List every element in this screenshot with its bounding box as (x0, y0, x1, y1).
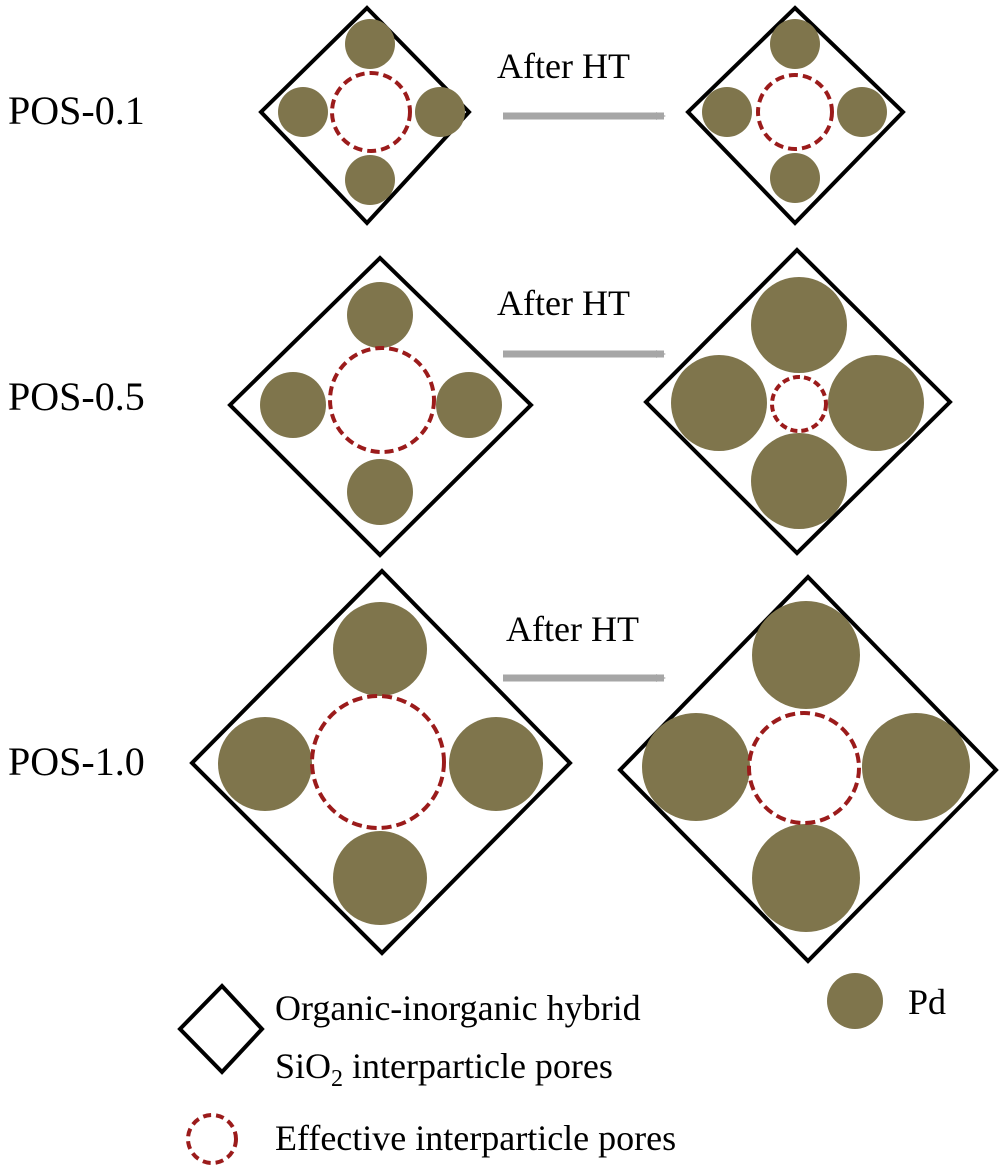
after-ht-label: After HT (497, 283, 630, 323)
pd-particle (770, 19, 820, 69)
legend-subscript: 2 (331, 1066, 343, 1092)
row-pos-0-1: POS-0.1 After HT (8, 5, 906, 226)
pd-particle (415, 87, 465, 137)
pd-particle (752, 824, 860, 932)
legend-item-effective: Effective interparticle pores (186, 1113, 676, 1165)
hybrid-sio2-frame (227, 255, 534, 558)
cell-before-pos-0-5 (227, 255, 534, 558)
cell-before-pos-0-1 (258, 5, 472, 226)
pd-particle (345, 155, 395, 205)
effective-pore (756, 73, 834, 151)
pd-particle (278, 87, 328, 137)
legend-effective-label: Effective interparticle pores (275, 1118, 676, 1158)
pd-particle (862, 713, 970, 821)
pd-particle (770, 153, 820, 203)
legend-hybrid-line2: SiO2 interparticle pores (275, 1046, 613, 1092)
hybrid-sio2-frame (258, 5, 472, 226)
hybrid-sio2-frame (189, 568, 573, 956)
pd-particle (642, 713, 750, 821)
legend: Organic-inorganic hybrid SiO2 interparti… (177, 973, 946, 1165)
pd-particle (333, 602, 427, 696)
pd-particle (260, 372, 326, 438)
pd-particle (828, 355, 924, 451)
pd-particle (751, 433, 847, 529)
pd-particle (436, 372, 502, 438)
pd-particle (347, 282, 413, 348)
effective-pore (310, 694, 446, 830)
cell-before-pos-1-0 (189, 568, 573, 956)
pd-particle (449, 717, 543, 811)
legend-sio-text: SiO (275, 1046, 331, 1086)
legend-pd-label: Pd (908, 982, 946, 1022)
pd-particle (671, 355, 767, 451)
effective-pore (747, 711, 861, 825)
pd-particle (333, 831, 427, 925)
hybrid-sio2-frame (685, 5, 906, 226)
legend-hybrid-line1: Organic-inorganic hybrid (275, 988, 641, 1028)
row-pos-1-0: POS-1.0 After HT (8, 568, 999, 964)
legend-pores-text: interparticle pores (343, 1046, 613, 1086)
hybrid-sio2-frame (643, 247, 953, 556)
row-label-pos-0-1: POS-0.1 (8, 88, 145, 133)
after-ht-label: After HT (497, 46, 630, 86)
cell-after-pos-1-0 (617, 574, 999, 964)
legend-diamond-icon (177, 983, 265, 1075)
pd-particle (702, 87, 752, 137)
pd-particle (752, 601, 860, 709)
pd-particle (218, 717, 312, 811)
pd-particle (345, 19, 395, 69)
pd-particle (347, 459, 413, 525)
row-pos-0-5: POS-0.5 After HT (8, 247, 953, 558)
legend-item-pd: Pd (827, 973, 946, 1029)
cell-after-pos-0-5 (643, 247, 953, 556)
pd-particle (837, 87, 887, 137)
effective-pore (328, 346, 436, 454)
row-label-pos-0-5: POS-0.5 (8, 374, 145, 419)
hybrid-sio2-frame (617, 574, 999, 964)
pd-particle (751, 277, 847, 373)
legend-dashed-circle-icon (186, 1113, 238, 1165)
effective-pore (770, 375, 828, 433)
legend-item-hybrid: Organic-inorganic hybrid SiO2 interparti… (177, 983, 641, 1092)
cell-after-pos-0-1 (685, 5, 906, 226)
effective-pore (330, 71, 412, 153)
after-ht-label: After HT (506, 609, 639, 649)
legend-pd-circle-icon (827, 973, 883, 1029)
row-label-pos-1-0: POS-1.0 (8, 739, 145, 784)
